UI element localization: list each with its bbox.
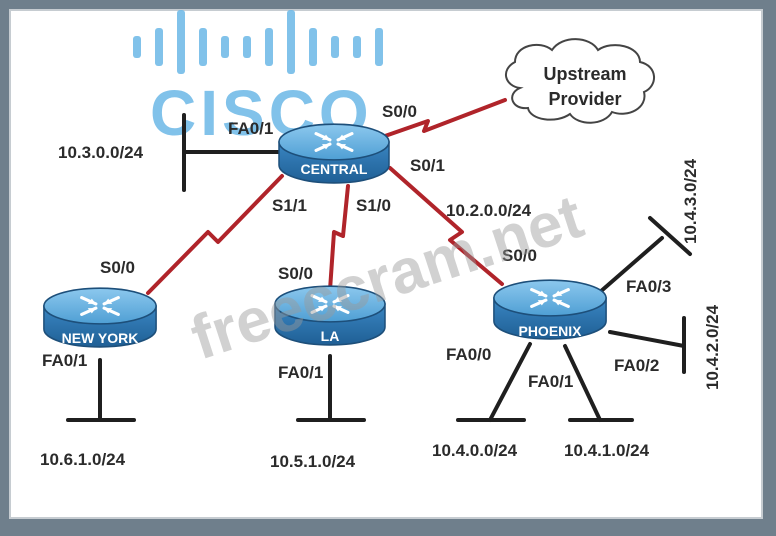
link-central-phoenix [388, 166, 504, 286]
link-central-upstream [383, 98, 507, 138]
ethernet-phoenix-fa02 [608, 330, 686, 348]
ethernet-phoenix-fa00 [488, 342, 532, 422]
cloud-label-line2: Provider [548, 89, 621, 109]
router-phoenix-label: PHOENIX [518, 323, 582, 339]
label-la-fa01: FA0/1 [278, 363, 323, 382]
router-la[interactable]: LA [273, 284, 387, 347]
label-net-phoenix-lan2: 10.4.2.0/24 [703, 304, 722, 390]
label-net-central-lan: 10.3.0.0/24 [58, 143, 144, 162]
label-la-s00: S0/0 [278, 264, 313, 283]
label-phoenix-fa03: FA0/3 [626, 277, 671, 296]
cloud-label-line1: Upstream [543, 64, 626, 84]
lan-bar-10-4-3-0 [648, 216, 692, 256]
label-phoenix-fa01: FA0/1 [528, 372, 573, 391]
label-net-phoenix-lan1: 10.4.1.0/24 [564, 441, 650, 460]
label-net-phoenix-lan3: 10.4.3.0/24 [681, 158, 700, 244]
label-phoenix-fa02: FA0/2 [614, 356, 659, 375]
label-net-phoenix-lan0: 10.4.0.0/24 [432, 441, 518, 460]
label-central-s00: S0/0 [382, 102, 417, 121]
link-central-newyork [146, 174, 284, 295]
label-newyork-s00: S0/0 [100, 258, 135, 277]
ethernet-phoenix-fa01 [563, 344, 602, 422]
label-net-central-phoenix: 10.2.0.0/24 [446, 201, 532, 220]
router-phoenix[interactable]: PHOENIX [492, 278, 608, 341]
inner-border [9, 9, 763, 519]
upstream-provider-cloud: Upstream Provider [505, 38, 655, 124]
router-central-label: CENTRAL [301, 161, 368, 177]
router-newyork[interactable]: NEW YORK [42, 286, 158, 349]
label-central-s01: S0/1 [410, 156, 445, 175]
label-net-newyork-lan: 10.6.1.0/24 [40, 450, 126, 469]
link-central-la [328, 184, 350, 292]
router-la-label: LA [321, 328, 340, 344]
router-newyork-label: NEW YORK [62, 330, 139, 346]
label-phoenix-fa00: FA0/0 [446, 345, 491, 364]
label-net-la-lan: 10.5.1.0/24 [270, 452, 356, 471]
cisco-logo [133, 10, 383, 74]
label-central-fa01: FA0/1 [228, 119, 273, 138]
label-phoenix-s00: S0/0 [502, 246, 537, 265]
label-central-s11: S1/1 [272, 196, 307, 215]
label-newyork-fa01: FA0/1 [42, 351, 87, 370]
router-central[interactable]: CENTRAL [277, 122, 391, 185]
label-central-s10: S1/0 [356, 196, 391, 215]
ethernet-phoenix-fa03 [598, 236, 664, 294]
